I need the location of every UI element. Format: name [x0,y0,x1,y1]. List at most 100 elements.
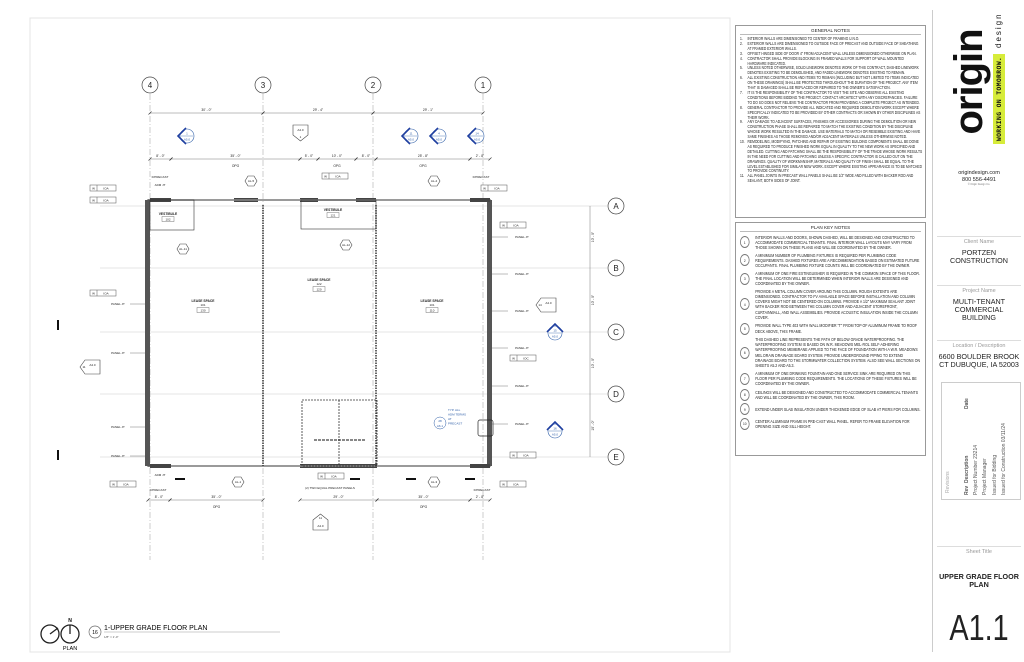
wall-tag-w: W [92,292,95,296]
plan-key-notes-title: PLAN KEY NOTES [740,225,921,232]
wall-tag-box [317,472,345,480]
detail-dimension: 25' - 8" [418,154,429,158]
elevation-number: 14 [538,303,542,307]
grid-label-1: 1 [481,81,486,90]
plan-frame [29,17,731,653]
wall-tag-w: W [92,199,95,203]
project-manager-label: Project Manager [982,458,988,495]
dimension-tick [375,498,379,502]
section-number: 11 [409,132,412,136]
storefront-tag: AL-11 [176,243,190,255]
restroom-core [301,399,378,467]
revisions-table: Revisions Rev Description Date Project N… [941,382,1021,500]
hex-shape [176,243,190,255]
wall-tag-box [89,196,117,204]
elevation-tag: A4.011 [312,513,329,531]
elevation-sheet: A4.0 [89,363,96,367]
precast-label: F/PRECAST [150,488,167,492]
panel-joint-label: PANEL JT [515,235,529,239]
opening-label: OPG [213,505,221,509]
general-note: 3.OFFSET HINGED SIDE OF DOOR 4" FROM ADJ… [740,51,922,57]
copyright: © Origin Design Co. [967,183,991,186]
section-sheet: A5.0 [408,138,415,142]
grid-bubble [474,76,492,94]
wall-tag-box [499,480,527,488]
room-number: 120 [316,287,321,291]
north-label: N [68,618,72,624]
opening-label: OPG [419,164,427,168]
grid-bubble [607,259,625,277]
overall-dimension: 29' - 1" [423,108,434,112]
detail-dimension: 10' - 0" [332,154,343,158]
wall-tag-box [499,221,527,229]
key-note-text: THIS DASHED LINE REPRESENTS THE PATH OF … [755,337,920,369]
storefront-tag: AL-1 [231,476,245,488]
detail-dimension: 35' - 0" [230,154,241,158]
section-number: 16 [553,427,557,431]
general-note-number: 10. [740,139,745,145]
right-dimension: 10' - 0" [591,231,595,242]
bottom-dimension: 35' - 0" [211,495,222,499]
hex-shape [427,175,441,187]
dimension-tick [168,498,172,502]
column-marker [350,478,360,480]
detail-dimension: 2' - 8" [476,154,485,158]
detail-note: AT [448,417,452,421]
section-arrow [546,420,564,431]
room-name: VESTIBULE [159,212,178,216]
room-number-box [326,212,340,218]
room-sub: 101 [429,303,434,307]
key-note-text: INTERIOR WALLS AND DOORS, SHOWN DASHED, … [755,234,915,250]
general-notes-title: GENERAL NOTES [740,28,921,35]
key-note-text: CENTER ALUMINUM FRAME IN PRE-CAST WALL P… [755,418,910,429]
wall-tag-w: W [502,483,505,487]
dimension-tick [146,498,150,502]
hex-shape [339,239,353,251]
rev-label: Rev [964,485,970,495]
wall-tag-box [89,184,117,192]
elevation-number: 1 [300,135,302,139]
storefront-tag-label: AL-3 [431,480,438,484]
detail-note: ADM TERMS [448,413,466,417]
key-note-number: 10 [740,417,750,430]
room-number: 110 [430,308,435,312]
key-note-text: A MINIMUM NUMBER OF PLUMBING FIXTURES IS… [755,252,920,269]
sheet-title: UPPER GRADE FLOOR PLAN [939,572,1019,589]
wall-tag-box [509,451,537,459]
phone: 800 556-4491 [962,176,996,183]
panel-joint-label: PANEL JT [111,351,125,355]
date-label: Date [964,398,970,409]
wall-tag-type: IOA [494,187,499,191]
room-number: 102 [165,217,170,221]
wall-tag-type: IOA [523,454,528,458]
room-number-box [196,307,210,313]
dimension-tick [374,157,378,161]
key-note: 10 CENTER ALUMINUM FRAME IN PRE-CAST WALL… [740,417,922,430]
general-note-text: UNLESS NOTED OTHERWISE, SOLID LINEWORK D… [747,65,919,76]
grid-label-2: 2 [371,81,376,90]
website[interactable]: origindesign.com [958,170,1000,176]
sheet-title-label: Sheet Title [937,546,1021,555]
client-name: PORTZEN CONSTRUCTION [950,248,1008,265]
general-note: 6.ALL EXISTING CONSTRUCTION AND ITEMS TO… [740,75,922,91]
section-arrow [428,127,439,145]
panel-joint-label: PANEL JT [515,384,529,388]
elevation-number: 11 [82,365,85,369]
general-note-text: ALL EXISTING CONSTRUCTION AND ITEMS TO R… [747,75,919,91]
general-note-number: 7. [740,89,743,95]
key-note-text: A MINIMUM OF ONE DRINKING FOUNTAIN AND O… [755,370,917,387]
hex-shape [427,476,441,488]
project-number-label: Project Number [973,460,979,495]
general-note: 8.GENERAL CONTRACTOR TO PROVIDE ALL INDI… [740,105,922,121]
opening-label: OPG [232,164,240,168]
general-note-text: ALL PANEL JOINTS IN PRECAST WALL PANELS … [747,173,914,184]
grid-bubble [607,385,625,403]
dimension-tick [148,157,152,161]
